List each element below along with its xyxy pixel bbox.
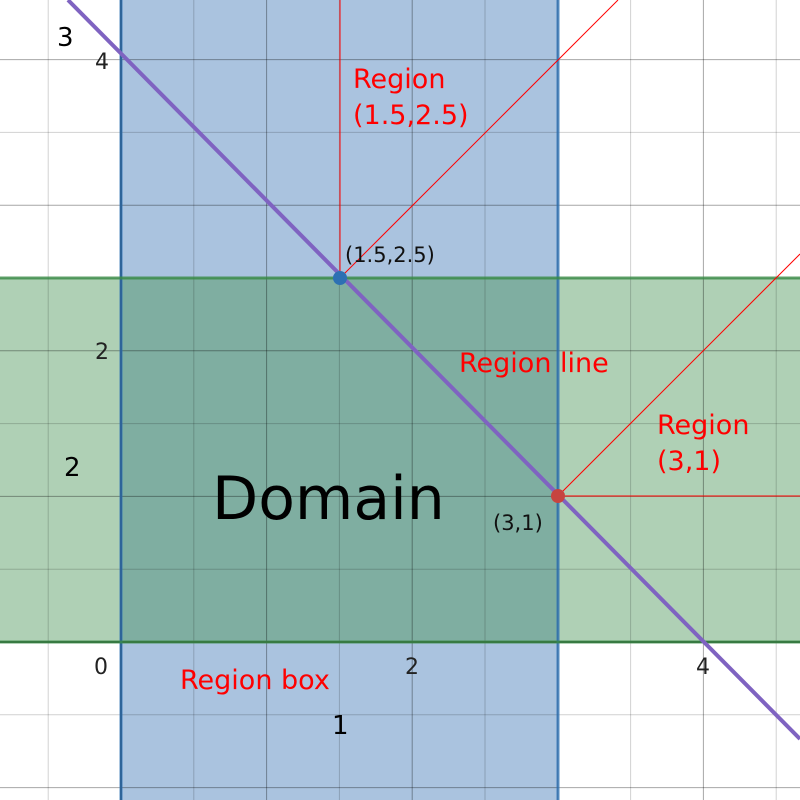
- region-ray-b-diagonal: [557, 253, 800, 497]
- region-box-label: Region box: [180, 665, 330, 696]
- region-b-label-line1: Region: [657, 410, 749, 441]
- y-tick-4: 4: [95, 50, 109, 75]
- region-b-label-line2: (3,1): [657, 446, 721, 477]
- point-b-label: (3,1): [493, 511, 543, 535]
- point-a-label: (1.5,2.5): [345, 243, 435, 267]
- region-a-label-line1: Region: [353, 64, 445, 95]
- point-a: [333, 271, 347, 285]
- label-left: 2: [64, 453, 81, 483]
- region-line-label: Region line: [459, 348, 609, 379]
- region-a-label-line2: (1.5,2.5): [353, 100, 469, 131]
- domain-label: Domain: [212, 464, 445, 534]
- x-tick-2: 2: [405, 655, 419, 680]
- label-top-left: 3: [57, 23, 74, 53]
- x-tick-4: 4: [696, 655, 710, 680]
- region-ray-a-diagonal: [339, 0, 619, 279]
- constraint-line: [66, 0, 800, 741]
- label-bottom: 1: [332, 711, 349, 741]
- y-tick-2: 2: [95, 340, 109, 365]
- x-tick-0: 0: [94, 655, 108, 680]
- overlap-domain: [121, 278, 558, 642]
- point-b: [551, 489, 565, 503]
